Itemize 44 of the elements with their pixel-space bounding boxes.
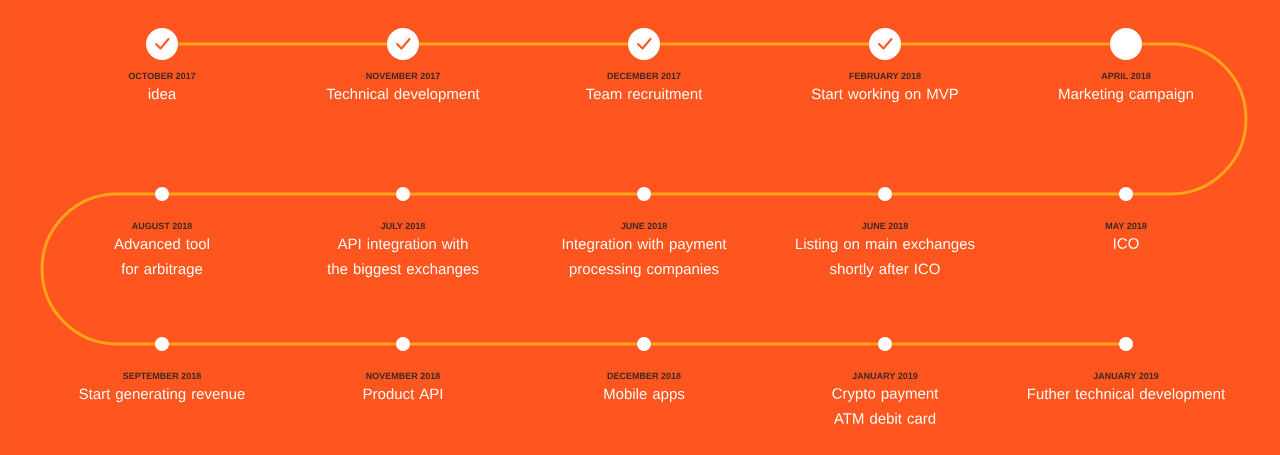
milestone-title: Listing on main exchanges shortly after ICO: [796, 238, 975, 278]
timeline-line: [660, 42, 869, 46]
date-label: DECEMBER 2018: [607, 372, 681, 380]
milestone-title: Marketing campaign: [1059, 88, 1193, 103]
date-label: JUNE 2018: [861, 222, 908, 230]
timeline-line: [1133, 42, 1248, 196]
timeline-line: [410, 342, 637, 346]
timeline-line: [419, 42, 628, 46]
milestone-title: Start generating revenue: [79, 388, 245, 403]
milestone-title: API integration with the biggest exchanges: [327, 238, 479, 278]
date-label: FEBRUARY 2018: [849, 72, 921, 80]
date-label: JANUARY 2019: [1093, 372, 1159, 380]
milestone-title: Start working on MVP: [811, 88, 958, 103]
timeline-line: [651, 192, 878, 196]
date-label: JUNE 2018: [620, 222, 667, 230]
timeline-line: [178, 42, 387, 46]
timeline-line: [892, 192, 1119, 196]
milestone-title: Team recruitment: [586, 88, 703, 100]
timeline-line: [169, 192, 396, 196]
timeline-line: [901, 42, 1110, 46]
date-label: JANUARY 2019: [852, 372, 918, 380]
date-label: OCTOBER 2017: [128, 72, 196, 80]
timeline-line: [892, 342, 1119, 346]
milestone-title: Futher technical development: [1028, 388, 1226, 403]
milestone-title: ICO: [1114, 238, 1139, 249]
milestone-title: Mobile apps: [604, 388, 685, 403]
date-label: MAY 2018: [1105, 222, 1147, 230]
date-label: JULY 2018: [380, 222, 426, 230]
milestone-title: Crypto payment ATM debit card: [832, 388, 939, 424]
date-label: APRIL 2018: [1101, 72, 1151, 80]
milestone-title: Advanced tool for arbitrage: [114, 238, 209, 278]
milestone-title: Integration with payment processing companies: [562, 238, 727, 278]
milestone-title: Product API: [363, 388, 443, 400]
date-label: NOVEMBER 2018: [366, 372, 440, 380]
timeline-line: [40, 192, 155, 346]
milestone-title: Technical development: [326, 88, 480, 103]
timeline-line: [410, 192, 637, 196]
date-label: AUGUST 2018: [132, 222, 192, 230]
timeline-line: [651, 342, 878, 346]
date-label: DECEMBER 2017: [607, 72, 681, 80]
milestone-title: idea: [148, 88, 177, 100]
timeline-line: [169, 342, 396, 346]
date-label: SEPTEMBER 2018: [123, 372, 201, 380]
date-label: NOVEMBER 2017: [366, 72, 440, 80]
